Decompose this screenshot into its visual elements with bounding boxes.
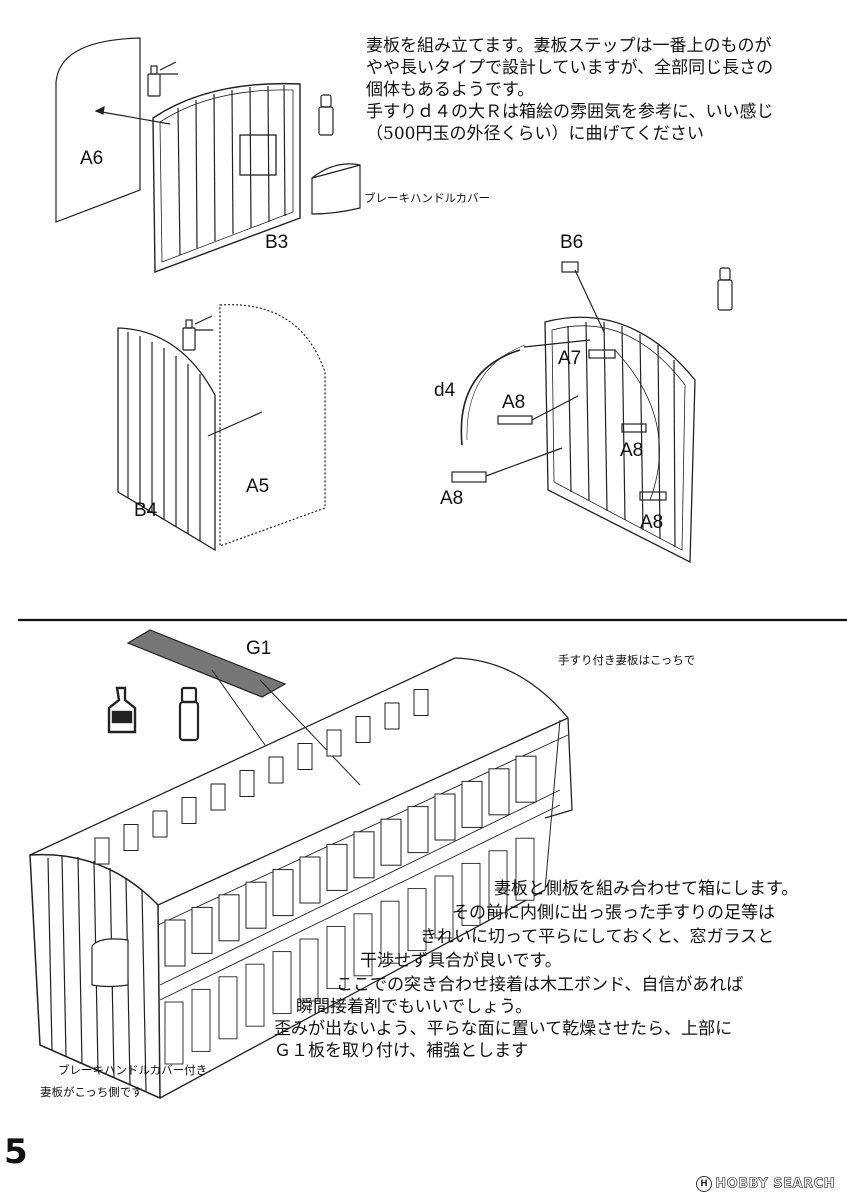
far-side-windows xyxy=(94,689,429,865)
label-d4: d4 xyxy=(434,380,456,401)
assembly-line-8: Ｇ１板を取り付け、補強とします xyxy=(274,1041,529,1061)
b6-part xyxy=(561,261,579,273)
label-b4: B4 xyxy=(134,500,158,521)
assembly-line-6: 瞬間接着剤でもいいでしょう。 xyxy=(296,997,533,1017)
a5-back-panel xyxy=(219,304,326,547)
page-number: 5 xyxy=(4,1132,28,1172)
b3-end-panel xyxy=(152,82,301,274)
paint-tube-icon-3 xyxy=(178,686,200,742)
label-g1: G1 xyxy=(246,638,272,659)
paint-tube-icon-2 xyxy=(717,267,733,311)
handrail-d4 xyxy=(460,349,521,446)
assembly-line-7: 歪みが出ないよう、平らな面に置いて乾燥させたら、上部に xyxy=(274,1019,733,1039)
a7-step xyxy=(588,349,616,359)
label-b3: B3 xyxy=(265,232,289,253)
label-a8-3: A8 xyxy=(620,440,644,461)
assembly-line-4: 干渉せず具合が良いです。 xyxy=(360,951,562,971)
intro-line-4: 手すりｄ４の大Ｒは箱絵の雰囲気を参考に、いい感じ xyxy=(366,102,774,122)
label-a8-4: A8 xyxy=(640,512,664,533)
label-a8-2: A8 xyxy=(440,488,464,509)
brake-side-note-1: ブレーキハンドルカバー付き xyxy=(58,1063,208,1077)
a8-step-2 xyxy=(451,471,487,483)
g1-plate xyxy=(126,629,287,698)
a8-step-3 xyxy=(621,423,647,433)
arrow-a5 xyxy=(207,411,263,437)
assembly-line-1: 妻板と側板を組み合わせて箱にします。 xyxy=(494,879,799,899)
glue-bottle-icon xyxy=(147,61,178,97)
glue-bottle-icon-3 xyxy=(107,686,137,734)
a8-step-1 xyxy=(497,415,533,425)
label-a5: A5 xyxy=(246,476,270,497)
assembled-car-box xyxy=(29,657,573,1100)
near-side-windows xyxy=(164,755,537,967)
assembly-line-2: その前に内側に出っ張った手すりの足等は xyxy=(452,903,775,923)
assembly-line-5: ここでの突き合わせ接着は木工ボンド、自信があれば xyxy=(336,975,744,995)
watermark-text: HOBBY SEARCH xyxy=(715,1176,835,1192)
intro-line-1: 妻板を組み立てます。妻板ステップは一番上のものが xyxy=(366,36,772,56)
intro-line-3: 個体もあるようです。 xyxy=(366,80,535,100)
hobby-search-logo-icon: H xyxy=(696,1176,713,1192)
glue-bottle-icon-2 xyxy=(182,315,213,351)
label-b6: B6 xyxy=(560,232,584,253)
assembly-line-3: きれいに切って平らにしておくと、窓ガラスと xyxy=(420,927,775,947)
brake-handle-cover-part xyxy=(311,163,361,215)
a8-step-4 xyxy=(639,491,667,501)
intro-line-5: （500円玉の外径くらい）に曲げてください xyxy=(366,124,704,144)
label-a6: A6 xyxy=(80,148,104,169)
label-a7: A7 xyxy=(558,348,582,369)
near-side-lower-panels xyxy=(164,837,535,1065)
brake-side-note-2: 妻板がこっち側です xyxy=(40,1085,143,1099)
intro-line-2: やや長いタイプで設計していますが、全部同じ長さの xyxy=(366,58,774,78)
handrail-end-note: 手すり付き妻板はこっちで xyxy=(558,653,696,667)
arrow-a6 xyxy=(95,110,171,125)
paint-tube-icon-1 xyxy=(318,94,334,136)
brake-handle-cover-label: ブレーキハンドルカバー xyxy=(364,191,491,205)
a6-panel xyxy=(55,37,141,223)
b4-side-panel xyxy=(117,327,216,552)
label-a8-1: A8 xyxy=(502,392,526,413)
